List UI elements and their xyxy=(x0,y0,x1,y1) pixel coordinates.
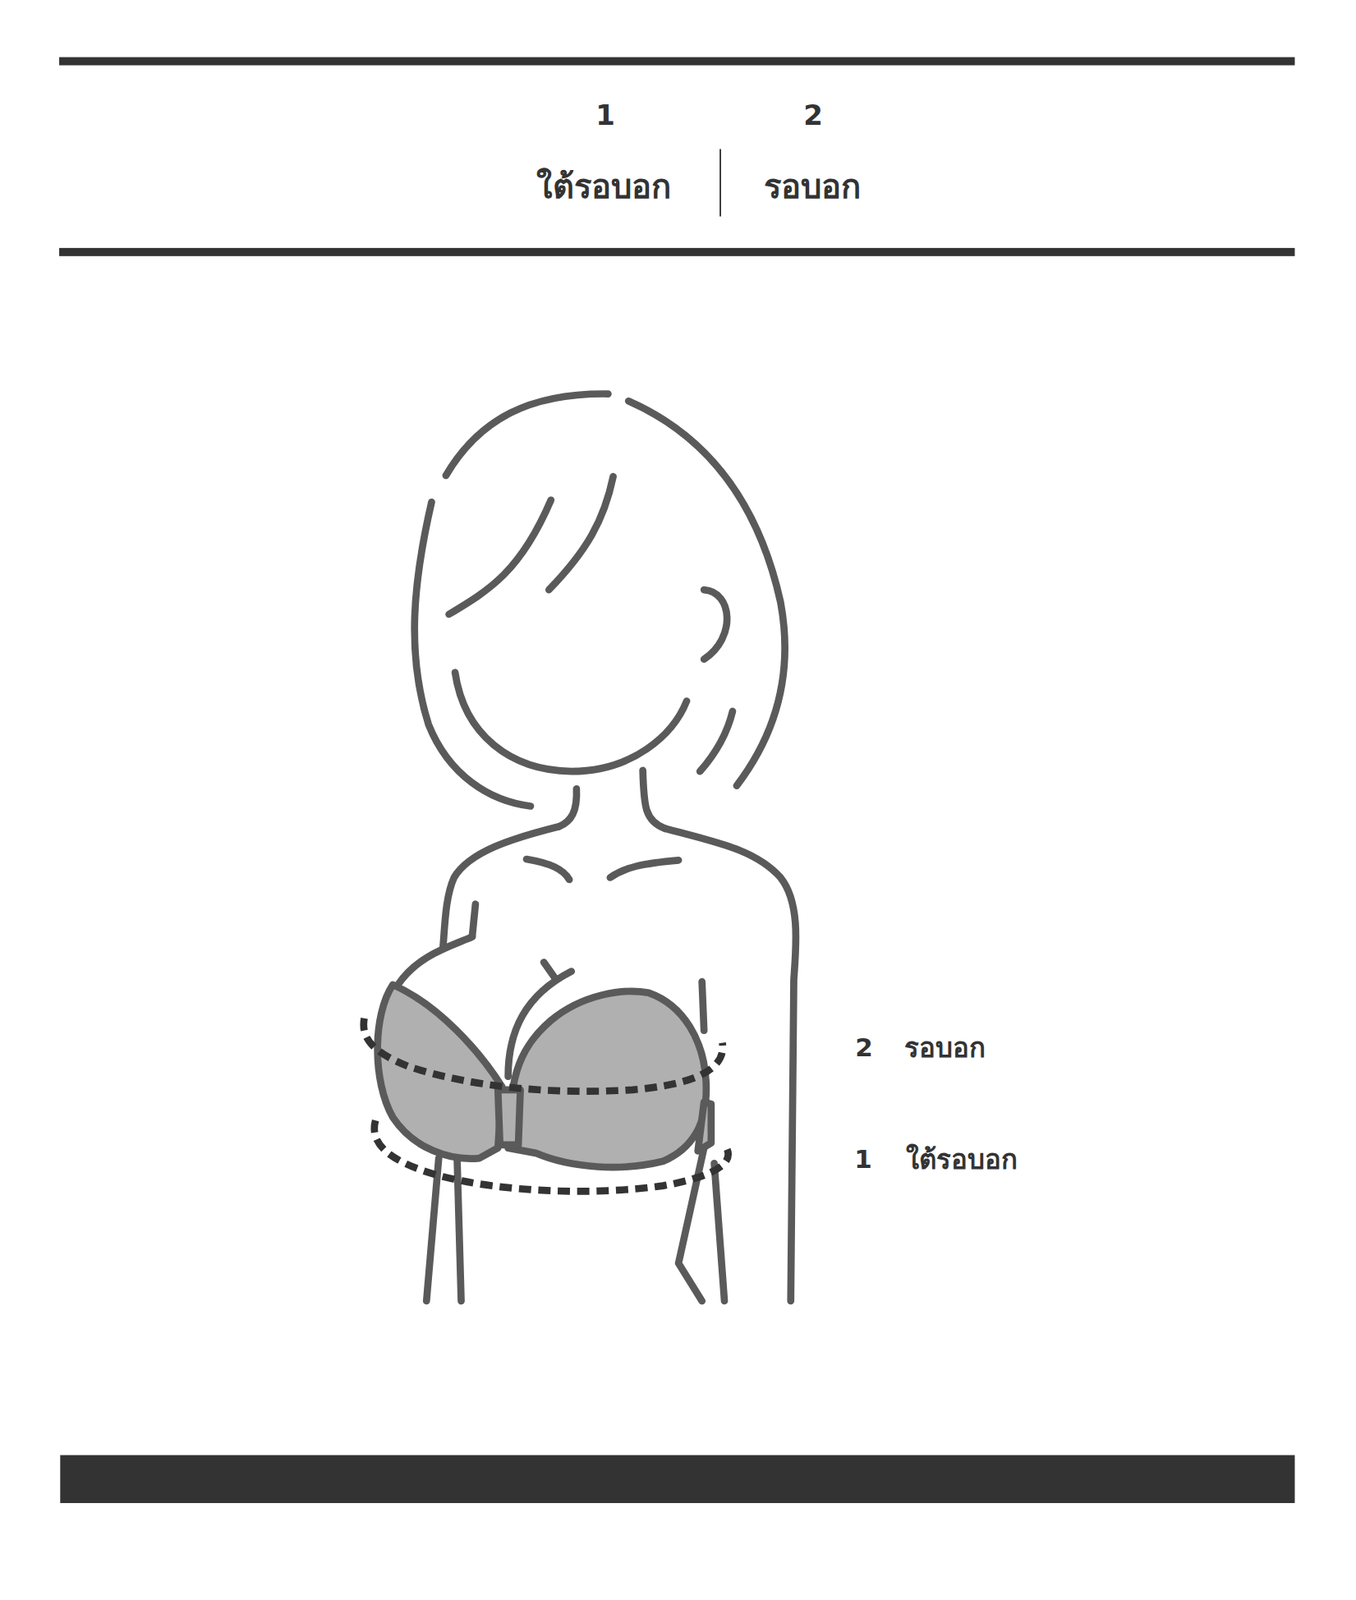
callout-label: รอบอก xyxy=(904,1031,986,1065)
header-number: 2 xyxy=(803,98,823,133)
callout-number: 1 xyxy=(854,1144,873,1175)
footer-bar xyxy=(59,1455,1295,1504)
header-bar xyxy=(59,248,1295,257)
header-label: รอบอก xyxy=(763,166,861,207)
header-label: ใต้รอบอก xyxy=(536,166,672,207)
callout-label: ใต้รอบอก xyxy=(905,1143,1018,1177)
measure-lines xyxy=(363,1018,729,1192)
figure xyxy=(377,394,796,1301)
callout-number: 2 xyxy=(854,1032,874,1063)
divider xyxy=(719,148,722,217)
header-bar xyxy=(59,57,1295,66)
header-number: 1 xyxy=(595,98,616,133)
